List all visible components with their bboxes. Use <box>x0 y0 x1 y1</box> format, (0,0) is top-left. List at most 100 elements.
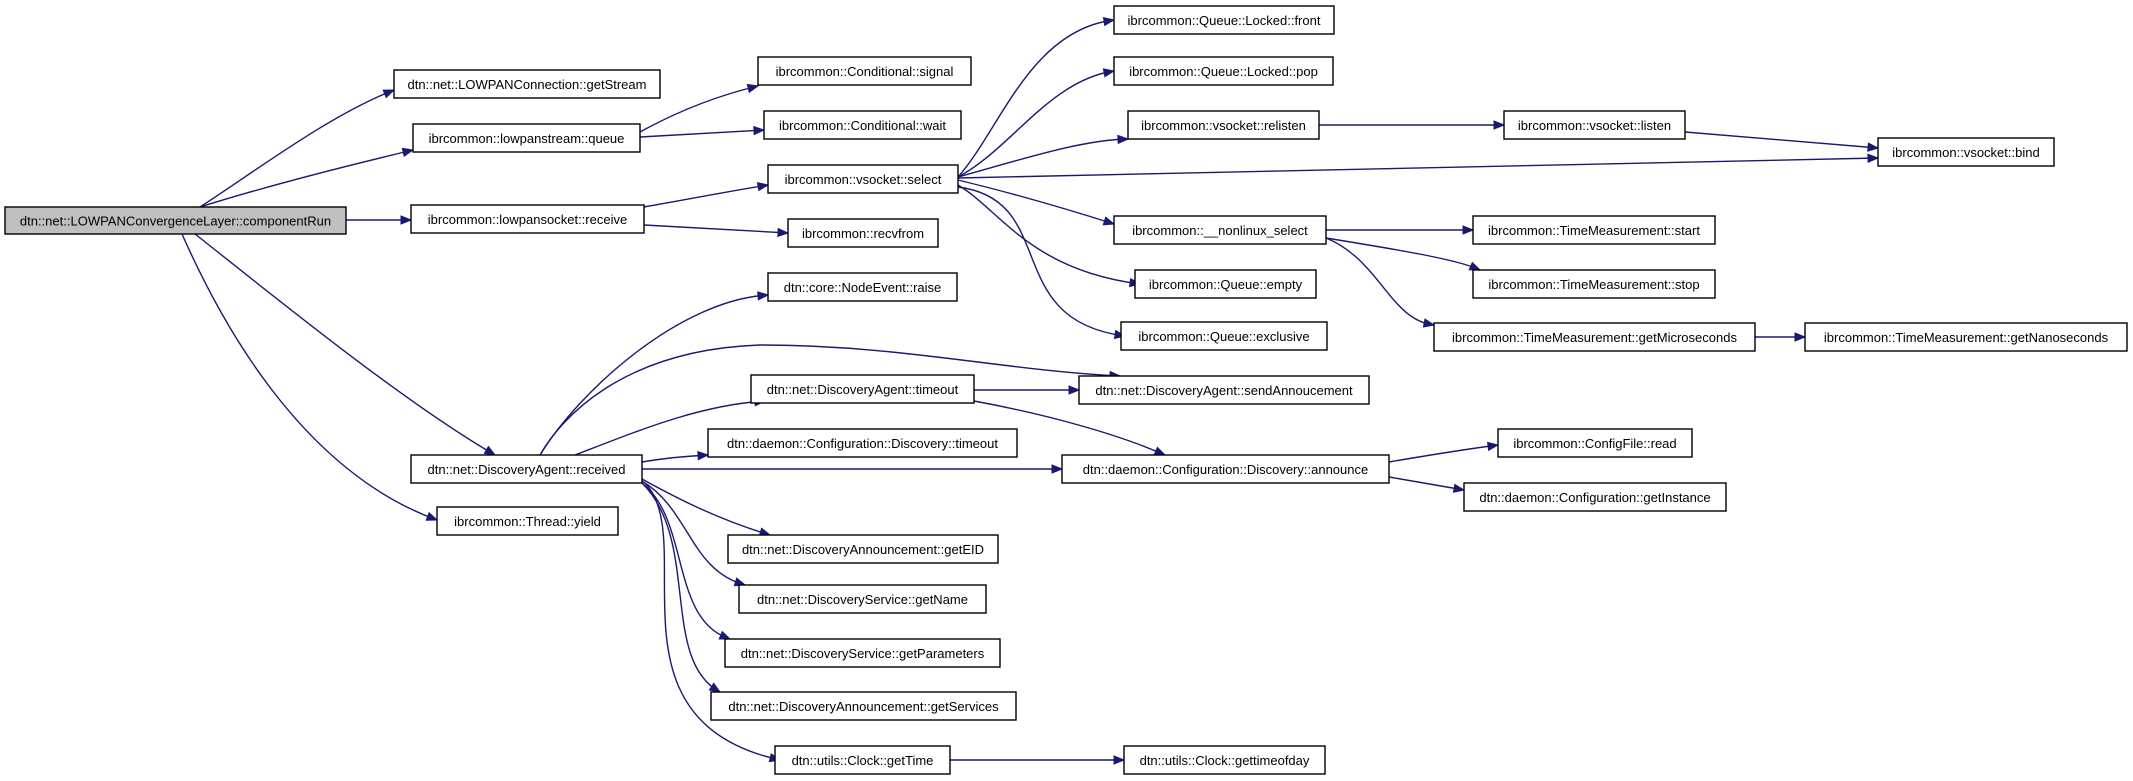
edge-nonlinux_select-to-getMicroseconds <box>1325 237 1436 328</box>
node-relisten[interactable]: ibrcommon::vsocket::relisten <box>1127 110 1320 140</box>
arrow-head <box>746 83 760 94</box>
node-label: dtn::net::DiscoveryAgent::timeout <box>767 382 959 397</box>
node-getServices[interactable]: dtn::net::DiscoveryAnnouncement::getServ… <box>710 691 1017 721</box>
edge-announce-to-getInstance <box>1388 476 1466 493</box>
node-label: ibrcommon::Conditional::signal <box>776 64 954 79</box>
node-getParameters[interactable]: dtn::net::DiscoveryService::getParameter… <box>724 638 1001 668</box>
node-box <box>1134 269 1317 299</box>
edge-getTime-to-gettimeofday <box>950 755 1126 765</box>
node-recvfrom[interactable]: ibrcommon::recvfrom <box>787 218 939 248</box>
edge-line <box>199 89 395 208</box>
node-q_exclusive[interactable]: ibrcommon::Queue::exclusive <box>1120 321 1328 351</box>
node-box <box>774 745 951 775</box>
node-label: ibrcommon::TimeMeasurement::start <box>1488 223 1700 238</box>
node-label: dtn::net::DiscoveryAnnouncement::getServ… <box>728 699 999 714</box>
edge-line <box>641 482 721 693</box>
node-select[interactable]: ibrcommon::vsocket::select <box>767 164 959 194</box>
edge-line <box>957 184 1141 285</box>
node-sendAnnoucement[interactable]: dtn::net::DiscoveryAgent::sendAnnoucemen… <box>1078 375 1370 405</box>
arrow-head <box>757 291 770 301</box>
edge-line <box>1388 476 1465 491</box>
node-receive[interactable]: ibrcommon::lowpansocket::receive <box>410 204 645 234</box>
node-label: ibrcommon::Queue::Locked::pop <box>1129 64 1318 79</box>
node-box <box>4 206 347 235</box>
node-getEID[interactable]: dtn::net::DiscoveryAnnouncement::getEID <box>727 534 999 564</box>
arrow-head <box>1452 483 1466 493</box>
edge-componentRun-to-received <box>194 233 497 456</box>
node-tm_start[interactable]: ibrcommon::TimeMeasurement::start <box>1472 215 1716 245</box>
node-q_empty[interactable]: ibrcommon::Queue::empty <box>1134 269 1317 299</box>
edge-receive-to-select <box>643 181 770 208</box>
node-getStream[interactable]: dtn::net::LOWPANConnection::getStream <box>393 69 661 99</box>
node-received[interactable]: dtn::net::DiscoveryAgent::received <box>410 454 643 484</box>
node-gettimeofday[interactable]: dtn::utils::Clock::gettimeofday <box>1123 745 1326 775</box>
edge-select-to-front <box>957 16 1116 178</box>
edge-received-to-getParameters <box>641 482 732 640</box>
edge-queue-to-cond_signal <box>639 83 760 133</box>
edge-nonlinux_select-to-tm_stop <box>1325 237 1482 271</box>
nodes-layer: dtn::net::LOWPANConvergenceLayer::compon… <box>4 5 2128 775</box>
node-bind[interactable]: ibrcommon::vsocket::bind <box>1877 137 2055 167</box>
node-da_timeout[interactable]: dtn::net::DiscoveryAgent::timeout <box>750 374 975 404</box>
node-pop[interactable]: ibrcommon::Queue::Locked::pop <box>1113 56 1334 86</box>
arrow-head <box>697 450 710 461</box>
node-box <box>738 584 987 614</box>
node-cond_wait[interactable]: ibrcommon::Conditional::wait <box>763 110 962 140</box>
node-box <box>1127 110 1320 140</box>
node-box <box>707 428 1018 458</box>
node-yield[interactable]: ibrcommon::Thread::yield <box>436 506 619 536</box>
edge-select-to-pop <box>957 68 1116 178</box>
node-front[interactable]: ibrcommon::Queue::Locked::front <box>1113 5 1335 35</box>
node-label: dtn::daemon::Configuration::getInstance <box>1479 490 1710 505</box>
arrow-head <box>1153 446 1167 456</box>
edge-select-to-bind <box>957 153 1880 179</box>
node-label: dtn::utils::Clock::gettimeofday <box>1140 753 1310 768</box>
node-listen[interactable]: ibrcommon::vsocket::listen <box>1503 110 1686 140</box>
edge-received-to-getName <box>641 480 747 587</box>
node-cond_signal[interactable]: ibrcommon::Conditional::signal <box>757 56 972 86</box>
edge-line <box>574 400 766 456</box>
node-box <box>763 110 962 140</box>
arrow-head <box>401 147 415 158</box>
arrow-head <box>1113 755 1126 765</box>
node-label: dtn::net::DiscoveryAgent::received <box>428 462 626 477</box>
node-label: ibrcommon::recvfrom <box>802 226 924 241</box>
node-box <box>727 534 999 564</box>
node-componentRun[interactable]: dtn::net::LOWPANConvergenceLayer::compon… <box>4 206 347 235</box>
node-label: ibrcommon::Queue::Locked::front <box>1128 13 1321 28</box>
node-box <box>724 638 1001 668</box>
node-getInstance[interactable]: dtn::daemon::Configuration::getInstance <box>1463 482 1727 512</box>
node-getTime[interactable]: dtn::utils::Clock::getTime <box>774 745 951 775</box>
edge-relisten-to-listen <box>1319 120 1506 130</box>
node-label: dtn::core::NodeEvent::raise <box>784 280 942 295</box>
node-label: ibrcommon::ConfigFile::read <box>1513 436 1676 451</box>
node-getName[interactable]: dtn::net::DiscoveryService::getName <box>738 584 987 614</box>
node-label: dtn::net::DiscoveryService::getParameter… <box>741 646 985 661</box>
node-label: dtn::net::DiscoveryAnnouncement::getEID <box>742 542 984 557</box>
node-box <box>757 56 972 86</box>
arrow-head <box>1867 153 1880 163</box>
arrow-head <box>382 89 396 99</box>
edge-select-to-relisten <box>957 134 1130 178</box>
edge-line <box>639 129 765 138</box>
node-queue[interactable]: ibrcommon::lowpanstream::queue <box>412 123 641 153</box>
node-nonlinux_select[interactable]: ibrcommon::__nonlinux_select <box>1113 215 1327 245</box>
node-box <box>1463 482 1727 512</box>
node-cf_read[interactable]: ibrcommon::ConfigFile::read <box>1497 428 1693 458</box>
node-box <box>410 454 643 484</box>
node-label: ibrcommon::TimeMeasurement::getMicroseco… <box>1452 330 1737 345</box>
edge-received-to-getServices <box>641 482 722 693</box>
node-tm_stop[interactable]: ibrcommon::TimeMeasurement::stop <box>1472 269 1716 299</box>
node-label: ibrcommon::TimeMeasurement::stop <box>1488 277 1699 292</box>
node-announce[interactable]: dtn::daemon::Configuration::Discovery::a… <box>1061 454 1390 484</box>
node-cfg_timeout[interactable]: dtn::daemon::Configuration::Discovery::t… <box>707 428 1018 458</box>
node-label: ibrcommon::Conditional::wait <box>779 118 946 133</box>
arrow-head <box>718 630 732 640</box>
arrow-head <box>1493 120 1506 130</box>
node-raise[interactable]: dtn::core::NodeEvent::raise <box>767 272 958 302</box>
edge-line <box>1684 131 1879 149</box>
node-getMicroseconds[interactable]: ibrcommon::TimeMeasurement::getMicroseco… <box>1433 322 1756 352</box>
node-box <box>1113 215 1327 245</box>
node-box <box>1804 322 2128 352</box>
node-getNanoseconds[interactable]: ibrcommon::TimeMeasurement::getNanosecon… <box>1804 322 2128 352</box>
